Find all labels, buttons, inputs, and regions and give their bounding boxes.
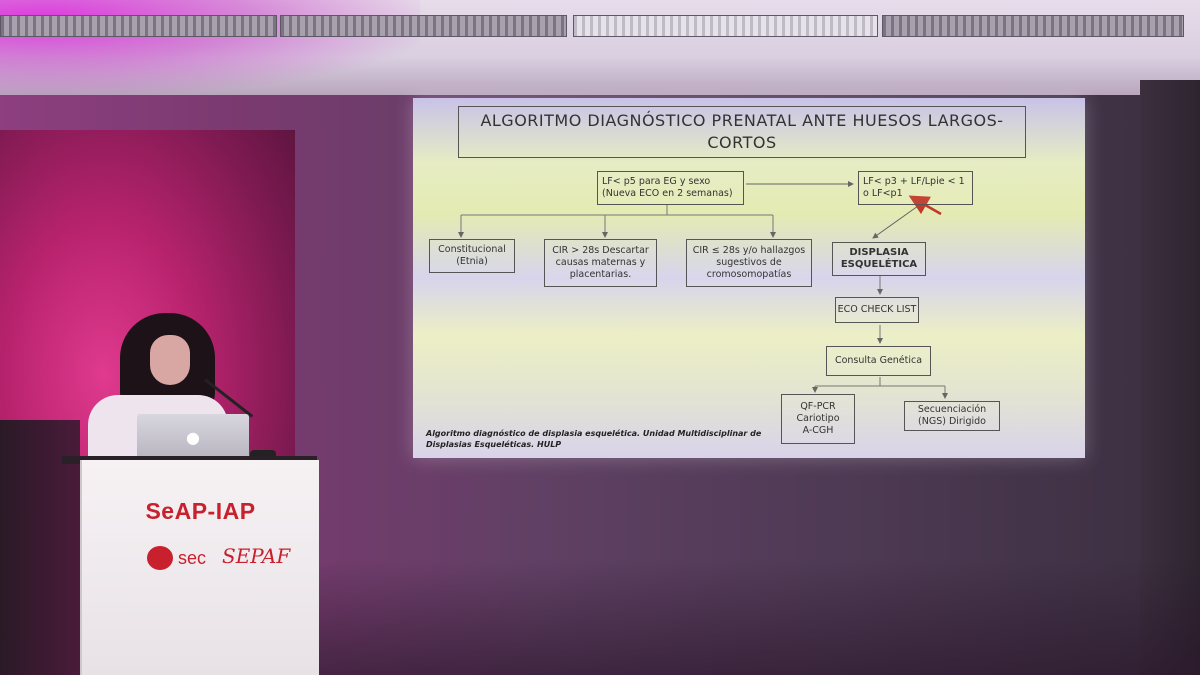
- podium-logo-seap-iap: SeAP-IAP: [145, 498, 256, 524]
- flow-box-start: LF< p5 para EG y sexo (Nueva ECO en 2 se…: [597, 171, 744, 205]
- podium: SeAP-IAP sec SEPAF: [80, 460, 319, 675]
- apple-logo-icon: ●: [186, 427, 200, 447]
- podium-logo-sepaf: SEPAF: [222, 544, 291, 568]
- flow-box-secuenciacion: Secuenciación (NGS) Dirigido: [904, 401, 1000, 431]
- flow-box-consulta: Consulta Genética: [826, 346, 931, 376]
- flow-box-cir-menor: CIR ≤ 28s y/o hallazgos sugestivos de cr…: [686, 239, 812, 287]
- sec-logo-icon: [147, 546, 173, 570]
- flow-box-cir-mayor: CIR > 28s Descartar causas maternas y pl…: [544, 239, 657, 287]
- slide-title: ALGORITMO DIAGNÓSTICO PRENATAL ANTE HUES…: [458, 106, 1026, 158]
- laser-pointer-arrow: [908, 195, 942, 216]
- speaker-face: [150, 335, 190, 385]
- ceiling-vent: [0, 15, 277, 37]
- flow-box-right: LF< p3 + LF/Lpie < 1 o LF<p1: [858, 171, 973, 205]
- podium-logo-sec: sec: [178, 548, 207, 568]
- flow-box-eco-check: ECO CHECK LIST: [835, 297, 919, 323]
- ceiling: [0, 0, 1200, 95]
- flow-box-displasia: DISPLASIA ESQUELÉTICA: [832, 242, 926, 276]
- ceiling-vent: [280, 15, 567, 37]
- projection-screen: ALGORITMO DIAGNÓSTICO PRENATAL ANTE HUES…: [413, 98, 1085, 458]
- flow-box-constitucional: Constitucional (Etnia): [429, 239, 515, 273]
- ceiling-vent: [882, 15, 1184, 37]
- slide-caption: Algoritmo diagnóstico de displasia esque…: [426, 429, 762, 449]
- arrow-right-to-displasia: [872, 205, 919, 239]
- laptop: ●: [137, 414, 249, 460]
- flowchart-arrows: [458, 181, 948, 399]
- ceiling-vent: [573, 15, 878, 37]
- flow-box-qf-pcr: QF-PCR Cariotipo A-CGH: [781, 394, 855, 444]
